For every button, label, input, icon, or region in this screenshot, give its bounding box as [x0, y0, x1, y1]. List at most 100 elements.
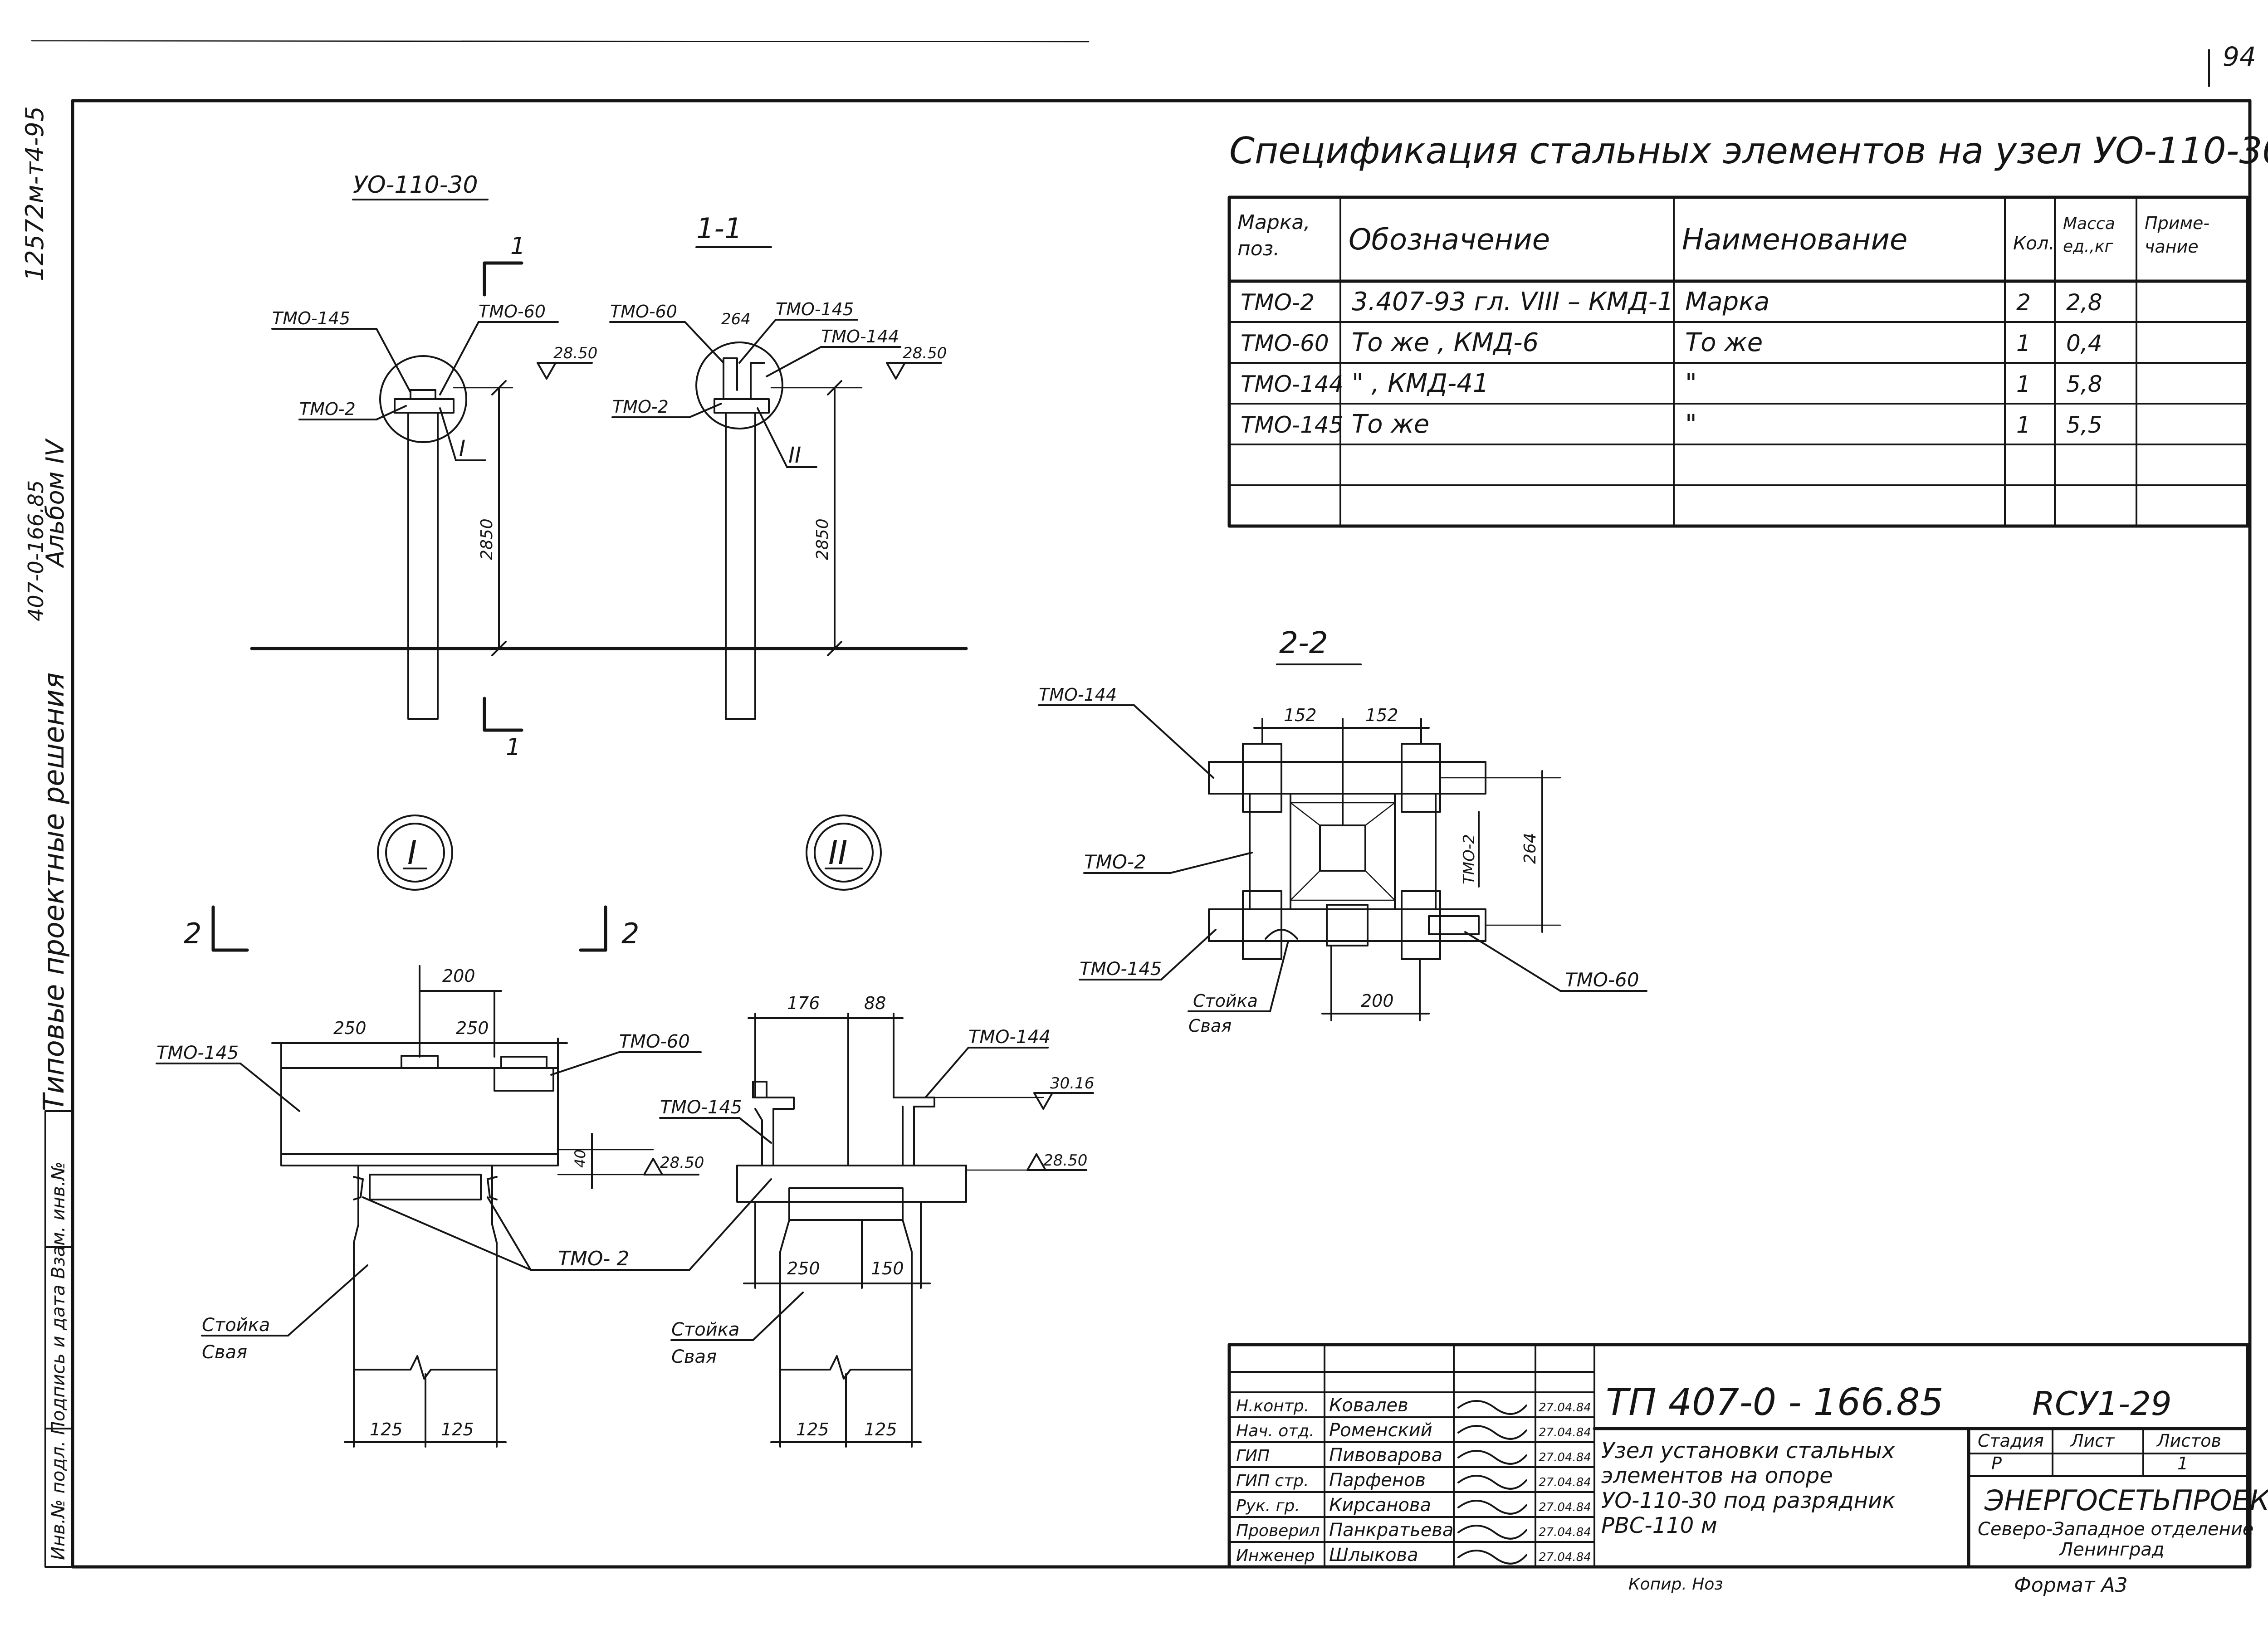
tb-signature	[1457, 1475, 1527, 1490]
tb-role: Нач. отд.	[1236, 1422, 1315, 1440]
spec-cell: " , КМД-41	[1352, 369, 1489, 398]
node-II-dim-150-text: 150	[871, 1258, 904, 1278]
node-II-label-tmo145-leader	[738, 1117, 772, 1144]
tb-name: Кирсанова	[1329, 1495, 1431, 1516]
pole-11-angle-right	[750, 362, 765, 400]
node-II-elev: 28.50	[1043, 1151, 1087, 1170]
node-II-bracket	[788, 1187, 904, 1221]
side-series: 407-0-166.85	[24, 480, 48, 621]
label-uo-tmo145: ТМО-145	[272, 308, 350, 328]
spec-cell: 1	[2016, 371, 2031, 397]
plan-label-stoika: Стойка	[1193, 991, 1258, 1011]
spec-cell: 2	[2016, 289, 2031, 316]
plan-top-block-left	[1242, 743, 1282, 813]
node-II-dim-250-text: 250	[787, 1258, 820, 1278]
elev-11-marker	[886, 362, 906, 380]
spec-cell: "	[1685, 410, 1697, 439]
label-11-tmo60: ТМО-60	[610, 302, 677, 322]
plan-label-tmo2-right: ТМО-2	[1460, 834, 1478, 884]
node-II-label-tmo145: ТМО-145	[660, 1097, 742, 1118]
plan-tmo60-plate	[1428, 915, 1480, 935]
plan-tmo2-left	[1249, 793, 1291, 910]
tb-signature	[1457, 1500, 1527, 1515]
node-II-elev-top: 30.16	[1050, 1074, 1094, 1093]
label-uo-tmo2: ТМО-2	[299, 399, 356, 419]
plan-label-svaya: Свая	[1188, 1016, 1232, 1036]
node-II-elev-marker	[1026, 1153, 1046, 1171]
label-uo-tmo2-leader	[376, 405, 407, 420]
node-I-bracket-welds	[353, 1176, 498, 1200]
label-11-tmo145-leader	[738, 319, 777, 364]
label-11-tmo2-leader	[689, 403, 722, 418]
dim-uo-text: 2850	[478, 518, 496, 560]
tb-signature	[1457, 1525, 1527, 1540]
spec-cell: 2,8	[2066, 289, 2102, 316]
tb-name: Парфенов	[1329, 1470, 1426, 1491]
spec-header-2: Наименование	[1682, 223, 1907, 257]
node-II-dim-176-text: 176	[787, 993, 820, 1013]
tb-name: Шлыкова	[1329, 1545, 1418, 1566]
dim-uo-tick-top	[491, 380, 507, 395]
tb-frame	[1227, 1343, 2249, 1569]
node-I-channel	[280, 1067, 559, 1166]
node-I-bracket-sides	[357, 1165, 493, 1225]
view-11-title: 1-1	[696, 212, 742, 245]
plan-post-inner	[1319, 824, 1366, 872]
spec-cell: ТМО-60	[1241, 330, 1329, 356]
spec-cell: Марка	[1685, 287, 1769, 317]
stage-label: Стадия	[1978, 1431, 2044, 1451]
node-I-dim-125a-text: 125	[370, 1419, 403, 1439]
node-I-dim-200-text: 200	[442, 966, 475, 986]
tb-date: 27.04.84	[1539, 1451, 1591, 1464]
detail-circle-uo	[379, 355, 467, 443]
sheets-label: Листов	[2156, 1431, 2221, 1451]
node-I-nut	[401, 1055, 439, 1069]
plan-label-tmo145: ТМО-145	[1080, 959, 1162, 980]
label-11-tmo145: ТМО-145	[776, 299, 854, 319]
pole-uo-cap	[410, 389, 436, 400]
tb-role: Инженер	[1236, 1546, 1315, 1565]
dim-11-text: 2850	[813, 518, 832, 560]
plan-label-tmo144-leader	[1133, 704, 1214, 779]
node-I-elev-marker	[643, 1158, 663, 1176]
spec-cell: 3.407-93 гл. VIII – КМД-1	[1352, 287, 1674, 317]
node-II-label-stoika: Стойка	[671, 1319, 739, 1340]
detail-mark-II-text: II	[828, 834, 847, 872]
node-II-angle-right	[893, 1097, 935, 1166]
view-uo-110-30: УО-110-30 1 1 ТМО-145 ТМО-60 ТМО-2 I	[250, 171, 968, 761]
node-I-label-tmo60: ТМО-60	[619, 1031, 690, 1052]
section-label-top: 1	[510, 233, 525, 260]
label-11-tmo144: ТМО-144	[821, 327, 899, 346]
plan-top-block-right	[1401, 743, 1441, 813]
title-block-fixed: ТП 407-0 - 166.85 RСУ1-29 Узел установки…	[1601, 1381, 2268, 1597]
tb-name: Ковалев	[1329, 1395, 1408, 1416]
trim-line	[31, 40, 1090, 43]
dim-11-tick-bottom	[827, 641, 842, 656]
label-uo-tmo145-leader	[376, 328, 411, 393]
tb-date: 27.04.84	[1539, 1551, 1591, 1564]
org-name: ЭНЕРГОСЕТЬПРОЕКТ	[1984, 1484, 2268, 1517]
label-11-tmo2: ТМО-2	[612, 397, 669, 417]
callout-uo-leader	[439, 407, 457, 461]
node-II-label-tmo144: ТМО-144	[968, 1027, 1051, 1048]
desc-line-3: УО-110-30 под разрядник	[1601, 1488, 1895, 1513]
node-II-dim-125b-text: 125	[864, 1419, 897, 1439]
tb-date: 27.04.84	[1539, 1426, 1591, 1439]
label-11-264: 264	[721, 310, 751, 328]
spec-cell: ТМО-145	[1241, 412, 1344, 438]
desc-line-2: элементов на опоре	[1601, 1463, 1833, 1488]
plan-post-arc	[1265, 929, 1298, 940]
plan-bottom-block-right	[1401, 890, 1441, 960]
node-II-angle-left-inner	[754, 1108, 763, 1166]
border-frame	[71, 99, 2252, 1569]
node-I-label-tmo145: ТМО-145	[156, 1043, 239, 1063]
node-II-beam	[736, 1165, 967, 1203]
elev-uo: 28.50	[553, 344, 597, 362]
spec-cell: ТМО-2	[1241, 289, 1315, 316]
section-2-right: 2	[621, 917, 639, 950]
spec-cell: То же	[1685, 328, 1763, 357]
node-II-dim-88-text: 88	[864, 993, 886, 1013]
detail-mark-II-inner	[814, 823, 874, 883]
spec-cell: То же	[1352, 410, 1429, 439]
